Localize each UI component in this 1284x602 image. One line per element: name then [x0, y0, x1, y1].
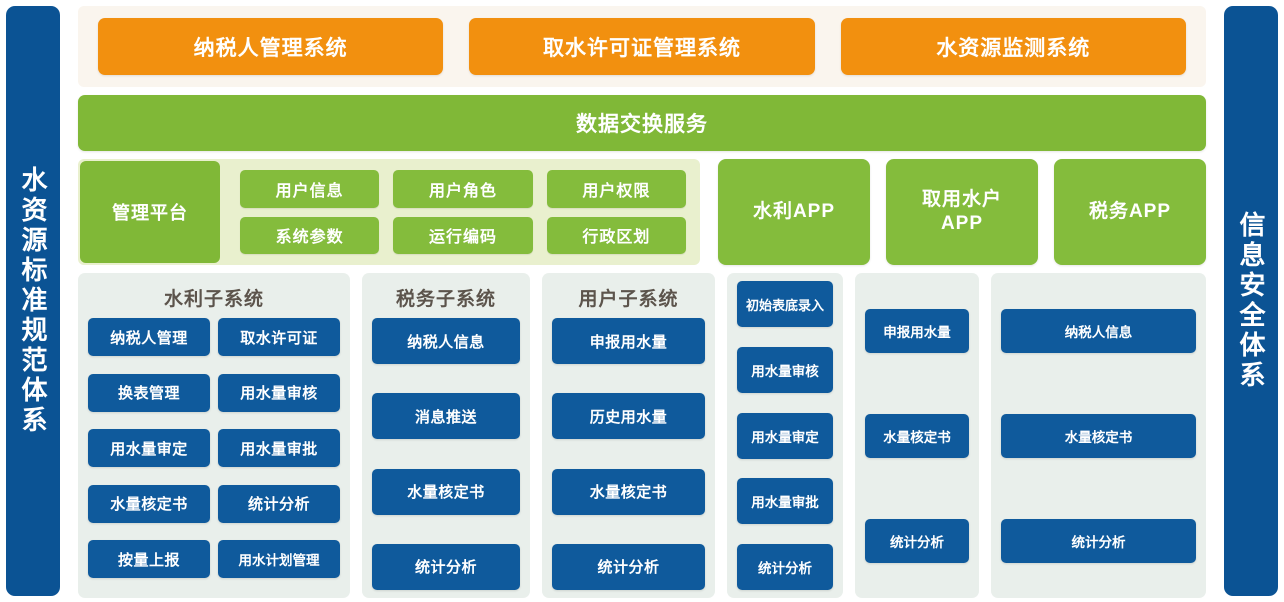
chip-taxpayer-info[interactable]: 纳税人信息 [372, 318, 520, 364]
chip-usage-verification[interactable]: 用水量审定 [88, 429, 210, 468]
chip-water-certificate[interactable]: 水量核定书 [865, 413, 969, 458]
subsystem-panel-meter-workflow: 初始表底录入 用水量审核 用水量审定 用水量审批 统计分析 [727, 273, 843, 598]
diagram-body: 纳税人管理系统 取水许可证管理系统 水资源监测系统 数据交换服务 管理平台 用户… [60, 0, 1224, 602]
platform-and-apps-row: 管理平台 用户信息 用户角色 用户权限 系统参数 运行编码 行政区划 水利APP… [78, 159, 1206, 265]
subsystem-panel-tax-app: 纳税人信息 水量核定书 统计分析 [991, 273, 1206, 598]
subsystems-row: 水利子系统 纳税人管理 取水许可证 换表管理 用水量审核 用水量审定 用水量审批… [78, 273, 1206, 598]
left-rail-standards: 水资源标准规范体系 [6, 6, 60, 596]
app-tax[interactable]: 税务APP [1054, 159, 1206, 265]
subsystem-items-user: 申报用水量 历史用水量 水量核定书 统计分析 [552, 318, 705, 590]
subsystem-items-tax-app: 纳税人信息 水量核定书 统计分析 [1001, 281, 1196, 590]
chip-water-certificate[interactable]: 水量核定书 [552, 468, 705, 515]
subsystem-panel-water-user-app: 申报用水量 水量核定书 统计分析 [855, 273, 979, 598]
chip-history-usage[interactable]: 历史用水量 [552, 393, 705, 440]
management-platform-box[interactable]: 管理平台 [80, 161, 220, 263]
chip-statistics[interactable]: 统计分析 [865, 518, 969, 563]
chip-water-certificate[interactable]: 水量核定书 [1001, 413, 1196, 458]
chip-taxpayer-management[interactable]: 纳税人管理 [88, 318, 210, 356]
external-system-water-monitoring[interactable]: 水资源监测系统 [840, 18, 1186, 75]
platform-module-user-role[interactable]: 用户角色 [393, 170, 533, 208]
subsystem-items-meter-workflow: 初始表底录入 用水量审核 用水量审定 用水量审批 统计分析 [737, 281, 833, 590]
chip-taxpayer-info[interactable]: 纳税人信息 [1001, 308, 1196, 353]
platform-module-run-code[interactable]: 运行编码 [393, 216, 533, 254]
chip-statistics[interactable]: 统计分析 [737, 544, 833, 590]
right-rail-security: 信息安全体系 [1224, 6, 1278, 596]
app-water-conservancy[interactable]: 水利APP [718, 159, 870, 265]
subsystem-title-tax: 税务子系统 [395, 289, 496, 310]
subsystem-panel-tax: 税务子系统 纳税人信息 消息推送 水量核定书 统计分析 [362, 273, 530, 598]
platform-module-admin-division[interactable]: 行政区划 [546, 216, 686, 254]
external-system-taxpayer[interactable]: 纳税人管理系统 [98, 18, 444, 75]
chip-usage-approval[interactable]: 用水量审批 [218, 429, 340, 468]
subsystem-panel-user: 用户子系统 申报用水量 历史用水量 水量核定书 统计分析 [542, 273, 715, 598]
external-systems-band: 纳税人管理系统 取水许可证管理系统 水资源监测系统 [78, 6, 1206, 87]
subsystem-items-tax: 纳税人信息 消息推送 水量核定书 统计分析 [372, 318, 520, 590]
chip-statistics[interactable]: 统计分析 [372, 543, 520, 590]
chip-usage-review[interactable]: 用水量审核 [218, 373, 340, 412]
data-exchange-service-bar[interactable]: 数据交换服务 [78, 95, 1206, 151]
chip-statistics[interactable]: 统计分析 [1001, 518, 1196, 563]
chip-declare-usage[interactable]: 申报用水量 [865, 308, 969, 353]
platform-module-grid: 用户信息 用户角色 用户权限 系统参数 运行编码 行政区划 [222, 159, 700, 265]
chip-usage-approval[interactable]: 用水量审批 [737, 478, 833, 525]
chip-water-plan-management[interactable]: 用水计划管理 [218, 540, 340, 579]
management-platform-band: 管理平台 用户信息 用户角色 用户权限 系统参数 运行编码 行政区划 [78, 159, 700, 265]
chip-meter-change[interactable]: 换表管理 [88, 373, 210, 412]
chip-water-permit[interactable]: 取水许可证 [218, 318, 340, 356]
subsystem-items-water-user-app: 申报用水量 水量核定书 统计分析 [865, 281, 969, 590]
platform-module-user-permission[interactable]: 用户权限 [546, 170, 686, 208]
chip-statistics[interactable]: 统计分析 [218, 484, 340, 523]
chip-water-certificate[interactable]: 水量核定书 [372, 468, 520, 515]
chip-usage-verification[interactable]: 用水量审定 [737, 412, 833, 459]
right-rail-label: 信息安全体系 [1236, 211, 1267, 391]
chip-water-certificate[interactable]: 水量核定书 [88, 484, 210, 523]
chip-usage-review[interactable]: 用水量审核 [737, 346, 833, 393]
chip-initial-meter-entry[interactable]: 初始表底录入 [737, 281, 833, 327]
external-system-water-permit[interactable]: 取水许可证管理系统 [469, 18, 815, 75]
chip-declare-usage[interactable]: 申报用水量 [552, 318, 705, 364]
subsystem-items-water-conservancy: 纳税人管理 取水许可证 换表管理 用水量审核 用水量审定 用水量审批 水量核定书… [88, 318, 340, 590]
platform-module-user-info[interactable]: 用户信息 [240, 170, 380, 208]
left-rail-label: 水资源标准规范体系 [18, 166, 49, 436]
chip-volume-report[interactable]: 按量上报 [88, 540, 210, 579]
chip-statistics[interactable]: 统计分析 [552, 543, 705, 590]
subsystem-panel-water-conservancy: 水利子系统 纳税人管理 取水许可证 换表管理 用水量审核 用水量审定 用水量审批… [78, 273, 350, 598]
subsystem-title-water-conservancy: 水利子系统 [163, 289, 264, 310]
chip-message-push[interactable]: 消息推送 [372, 393, 520, 440]
platform-module-system-params[interactable]: 系统参数 [240, 216, 380, 254]
subsystem-title-user: 用户子系统 [578, 289, 679, 310]
